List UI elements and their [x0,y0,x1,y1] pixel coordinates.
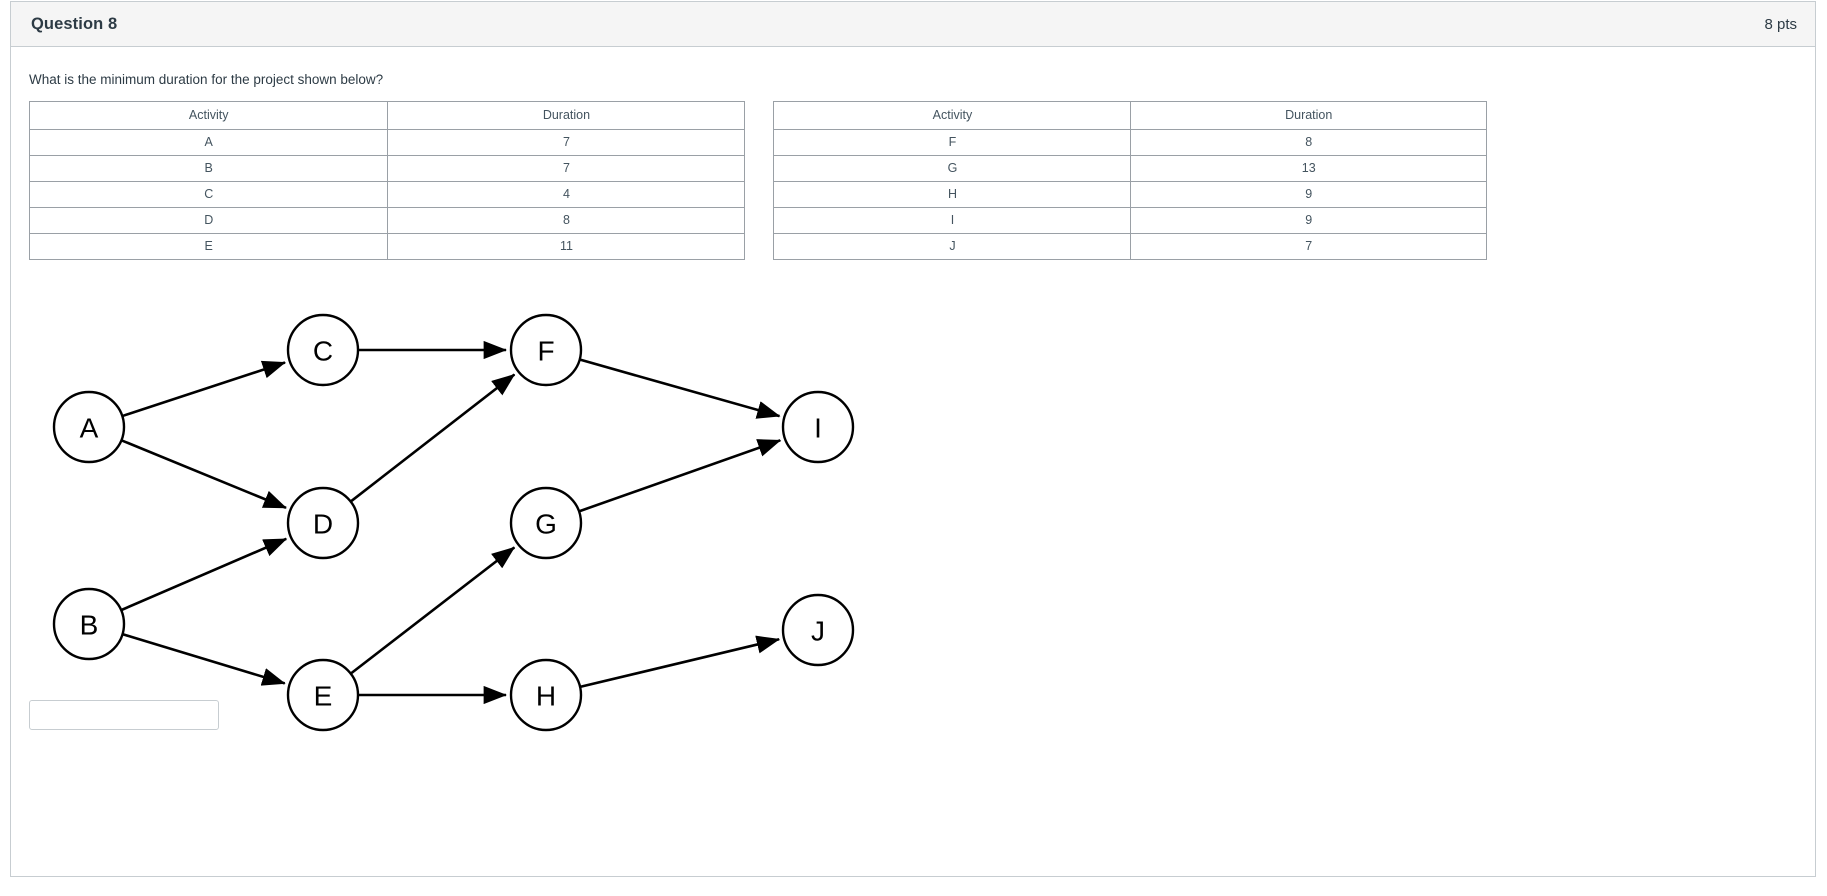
table-row: B 7 [28,155,746,182]
graph-edge-B-E [122,632,286,686]
column-header-activity: Activity [28,101,389,130]
cell-duration: 8 [387,207,746,234]
graph-node-B: B [52,587,126,661]
node-circle-H [509,658,583,732]
cell-duration: 8 [1130,129,1487,156]
cell-activity: A [28,129,389,156]
node-circle-B [52,587,126,661]
cell-activity: G [773,155,1132,182]
graph-node-E: E [286,658,360,732]
graph-edge-H-J [579,635,781,689]
question-body: What is the minimum duration for the pro… [11,48,1815,876]
answer-row [29,700,219,730]
question-title: Question 8 [31,14,118,33]
graph-node-F: F [509,313,583,387]
table-row: H 9 [773,181,1487,208]
cell-duration: 4 [387,181,746,208]
node-circle-G [509,486,583,560]
node-circle-I [781,390,855,464]
graph-node-C: C [286,313,360,387]
table-header-row: Activity Duration [28,101,746,130]
cell-activity: F [773,129,1132,156]
node-label-F: F [537,336,554,367]
table-row: I 9 [773,207,1487,234]
graph-edge-G-I [578,439,782,513]
cell-activity: C [28,181,389,208]
node-label-D: D [313,509,333,540]
node-label-G: G [535,509,557,540]
network-graph-svg: A B C D E F G H I J [52,313,855,732]
node-label-J: J [811,616,825,647]
answer-input[interactable] [29,700,219,730]
node-circle-D [286,486,360,560]
question-header: Question 8 8 pts [11,1,1815,47]
cell-duration: 7 [1130,233,1487,260]
graph-node-G: G [509,486,583,560]
graph-edge-A-D [120,439,287,510]
cell-activity: E [28,233,389,260]
table-row: C 4 [28,181,746,208]
cell-activity: J [773,233,1132,260]
node-label-E: E [314,681,333,712]
node-label-I: I [814,413,822,444]
activity-table-left: Activity Duration A 7 B 7 [28,101,746,260]
graph-node-H: H [509,658,583,732]
table-row: F 8 [773,129,1487,156]
column-header-duration: Duration [1130,101,1487,130]
cell-duration: 9 [1130,181,1487,208]
graph-edge-F-I [579,358,781,419]
question-prompt-text: What is the minimum duration for the pro… [29,72,384,87]
question-points-badge: 8 pts [1764,15,1797,33]
table-row: E 11 [28,233,746,260]
cell-activity: I [773,207,1132,234]
table-header-row: Activity Duration [773,101,1487,130]
activity-table-right: Activity Duration F 8 G 13 [773,101,1487,260]
question-container: ◂ Question 8 8 pts What is the minimum d… [10,1,1816,877]
graph-node-J: J [781,593,855,667]
cell-duration: 7 [387,155,746,182]
node-label-C: C [313,336,333,367]
cell-duration: 11 [387,233,746,260]
table-row: J 7 [773,233,1487,260]
column-header-duration: Duration [387,101,746,130]
table-row: G 13 [773,155,1487,182]
cell-duration: 9 [1130,207,1487,234]
activity-duration-tables: Activity Duration A 7 B 7 [28,101,1487,260]
cell-duration: 13 [1130,155,1487,182]
node-label-A: A [80,413,99,444]
graph-nodes: A B C D E F G H I J [52,313,855,732]
table-row: A 7 [28,129,746,156]
graph-node-D: D [286,486,360,560]
project-network-diagram: A B C D E F G H I J [29,251,929,732]
graph-node-I: I [781,390,855,464]
cell-activity: H [773,181,1132,208]
node-circle-J [781,593,855,667]
graph-edges [120,340,782,705]
graph-edge-D-F [349,373,516,503]
node-circle-C [286,313,360,387]
node-label-B: B [80,610,99,641]
cell-activity: D [28,207,389,234]
node-circle-A [52,390,126,464]
node-circle-E [286,658,360,732]
cell-duration: 7 [387,129,746,156]
cell-activity: B [28,155,389,182]
node-circle-F [509,313,583,387]
table-row: D 8 [28,207,746,234]
graph-node-A: A [52,390,126,464]
graph-edge-A-C [121,360,286,418]
graph-edge-E-G [349,546,516,675]
column-header-activity: Activity [773,101,1132,130]
node-label-H: H [536,681,556,712]
graph-edge-B-D [120,537,288,612]
